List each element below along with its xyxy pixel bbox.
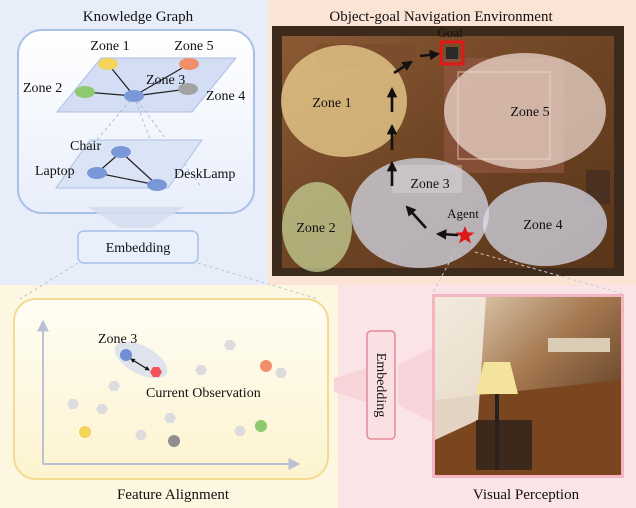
zone4-feature-point	[168, 435, 180, 447]
perception-to-embedding-arrow	[398, 348, 432, 422]
env-zone5-label: Zone 5	[510, 105, 549, 120]
kg-laptop-label: Laptop	[35, 164, 75, 179]
feature-point	[108, 381, 120, 391]
goal-marker	[439, 40, 465, 66]
embedding-to-space-arrow	[334, 368, 366, 402]
knowledge-graph: Zone 1 Zone 2 Zone 3 Zone 4 Zone 5 Chair…	[17, 29, 255, 214]
kg-down-arrow	[88, 207, 184, 228]
env-zone2-label: Zone 2	[296, 221, 335, 236]
feature-point	[67, 399, 79, 409]
current-observation-point	[150, 367, 162, 377]
feature-point	[195, 365, 207, 375]
feature-point	[224, 340, 236, 350]
env-zone1-region	[281, 45, 407, 157]
photo-dining-table	[548, 338, 610, 352]
feature-space-frame	[13, 298, 329, 480]
embedding-projection-lines	[19, 262, 319, 300]
env-zone2-region	[282, 182, 352, 272]
kg-zone4-node	[178, 83, 198, 95]
kg-zone3-label: Zone 3	[146, 73, 185, 88]
perception-projection-lines	[431, 251, 625, 295]
env-zone3-region	[351, 158, 489, 268]
kg-zone5-node	[179, 58, 199, 70]
kg-zone1-node	[98, 58, 118, 70]
embedding-box-top	[77, 230, 199, 264]
agent-egocentric-view	[432, 294, 624, 478]
feature-point	[164, 413, 176, 423]
photo-window	[435, 297, 486, 440]
feature-space: Zone 3 Current Observation	[13, 298, 329, 480]
knowledge-graph-title: Knowledge Graph	[83, 9, 194, 25]
kg-zone2-label: Zone 2	[23, 81, 62, 96]
feature-point	[135, 430, 147, 440]
kg-zone4-label: Zone 4	[206, 89, 245, 104]
kg-desklamp-node	[147, 179, 167, 191]
env-zone5-region	[444, 53, 606, 169]
zone-layer-plane	[55, 57, 238, 113]
embedding-side-label: Embedding	[373, 353, 388, 418]
feature-alignment-title: Feature Alignment	[117, 487, 230, 503]
kg-desklamp-label: DeskLamp	[174, 167, 235, 182]
env-zone4-label: Zone 4	[523, 218, 562, 233]
visual-perception-title: Visual Perception	[473, 487, 580, 503]
navigation-environment: Zone 1 Zone 2 Zone 3 Zone 4 Zone 5 Goal …	[272, 25, 624, 276]
kg-chair-node	[111, 146, 131, 158]
photo-lamp-shade	[476, 362, 518, 394]
alignment-arrow	[130, 358, 150, 371]
goal-object-icon	[446, 47, 458, 59]
kg-zone3-node	[124, 90, 144, 102]
env-zone3-label: Zone 3	[410, 177, 449, 192]
goal-label: Goal	[437, 25, 463, 40]
kg-laptop-node	[87, 167, 107, 179]
feature-point	[234, 426, 246, 436]
kg-zone2-node	[75, 86, 95, 98]
feature-point	[96, 404, 108, 414]
embedding-top-label: Embedding	[106, 241, 171, 256]
agent-star-icon	[455, 226, 475, 244]
zone1-feature-point	[79, 426, 91, 438]
feature-point	[275, 368, 287, 378]
alignment-zone3-label: Zone 3	[98, 332, 137, 347]
zone5-feature-point	[260, 360, 272, 372]
current-observation-label: Current Observation	[146, 386, 261, 401]
photo-side-table	[476, 420, 532, 470]
navigation-path	[386, 49, 459, 240]
kg-zone1-label: Zone 1	[90, 39, 129, 54]
kg-chair-label: Chair	[70, 139, 101, 154]
env-zone1-label: Zone 1	[312, 96, 351, 111]
embedding-box-side	[366, 330, 396, 440]
env-zone4-region	[483, 182, 607, 266]
agent-label: Agent	[447, 206, 479, 221]
zone3-feature-point	[120, 349, 132, 361]
kg-zone5-label: Zone 5	[174, 39, 213, 54]
zone2-feature-point	[255, 420, 267, 432]
feature-points	[67, 340, 287, 440]
environment-title: Object-goal Navigation Environment	[329, 9, 553, 25]
